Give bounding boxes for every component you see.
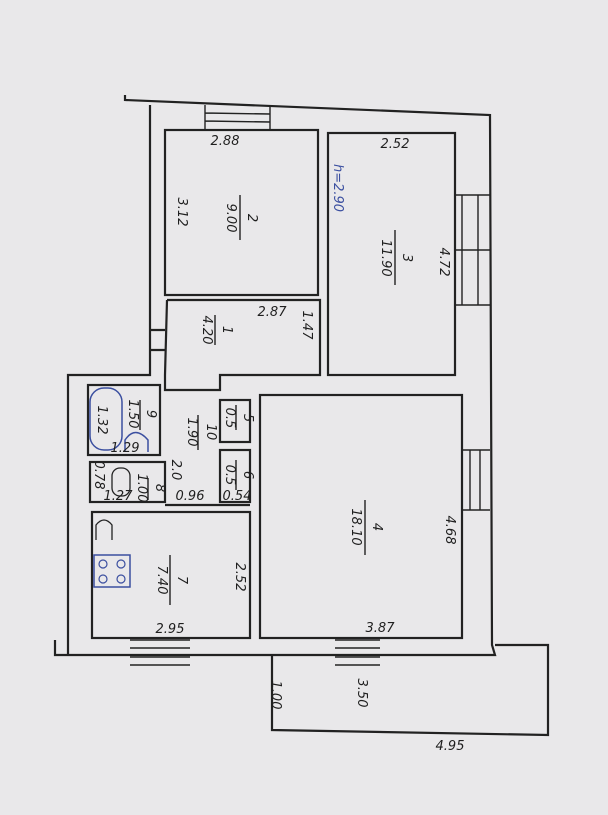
- r6-width-label: 0.54: [223, 489, 252, 504]
- room-4-outline: [258, 393, 464, 640]
- room-5-number: 5: [240, 414, 255, 422]
- sink-icon: [124, 431, 149, 452]
- room-4-number: 4: [369, 523, 384, 531]
- r9-width-label: 1.29: [111, 441, 140, 456]
- stove-icon: [93, 554, 131, 588]
- room-9-outline: [86, 383, 162, 457]
- room-7-outline: [90, 510, 252, 640]
- room-5-area: 0.5: [222, 408, 237, 429]
- labels: 2.88 3.12 2 9.00 2.52 h=2.90 4.72 3 11.9…: [91, 134, 464, 754]
- r1-length-label: 1.47: [299, 311, 314, 341]
- room-2-area: 9.00: [223, 204, 238, 233]
- r1-width-label: 2.87: [258, 305, 288, 320]
- r4-length-label: 4.68: [442, 516, 457, 545]
- r9-length-label: 1.32: [94, 406, 109, 435]
- stove-burners-icon: [98, 559, 126, 584]
- room-9-area: 1.50: [125, 400, 140, 429]
- bathtub-icon: [89, 387, 123, 451]
- room-8-number: 8: [152, 484, 167, 492]
- room-3-number: 3: [399, 254, 414, 262]
- r3-width-label: 2.52: [381, 137, 410, 152]
- balcony-width-label: 4.95: [436, 739, 465, 754]
- r10-width-label: 0.96: [176, 489, 205, 504]
- room-7-area: 7.40: [154, 566, 169, 595]
- room-7-number: 7: [174, 576, 189, 585]
- room-4-area: 18.10: [348, 508, 363, 545]
- r4-width-label: 3.87: [366, 621, 396, 636]
- room-3-outline: [326, 131, 457, 377]
- r8-length-label: 0.78: [91, 461, 106, 490]
- room-1-outline: [163, 298, 322, 392]
- room-6-area: 0.5: [222, 465, 237, 486]
- r10-length-label: 2.0: [168, 460, 183, 481]
- toilet-icon: [111, 467, 131, 497]
- windows: [130, 105, 490, 666]
- r2-width-label: 2.88: [211, 134, 240, 149]
- balcony-inner-label: 3.50: [354, 679, 369, 708]
- room-1-number: 1: [219, 326, 234, 334]
- room-6-number: 6: [240, 471, 255, 479]
- room-8-area: 1.00: [134, 474, 149, 503]
- r7-width-label: 2.95: [156, 622, 185, 637]
- r8-width-label: 1.27: [104, 489, 134, 504]
- balcony-depth-label: 1.00: [268, 681, 283, 710]
- room-2-number: 2: [244, 214, 259, 222]
- r3-length-label: 4.72: [436, 248, 451, 277]
- kitchen-sink-icon: [95, 519, 113, 540]
- room-9-number: 9: [143, 410, 158, 418]
- walls: [53, 95, 550, 737]
- balcony-outline: [270, 643, 550, 737]
- fraction-lines: [139, 195, 396, 605]
- room-8-outline: [88, 460, 167, 504]
- room-10-number: 10: [203, 424, 218, 441]
- room-1-area: 4.20: [199, 316, 214, 345]
- room-2-outline: [163, 128, 320, 297]
- room-10-area: 1.90: [184, 418, 199, 447]
- room-6-outline: [218, 448, 252, 504]
- ceiling-height-label: h=2.90: [330, 164, 345, 212]
- r7-length-label: 2.52: [232, 563, 247, 592]
- r2-length-label: 3.12: [174, 198, 189, 227]
- room-5-outline: [218, 398, 252, 444]
- fixtures: [89, 387, 149, 588]
- room-3-area: 11.90: [378, 239, 393, 276]
